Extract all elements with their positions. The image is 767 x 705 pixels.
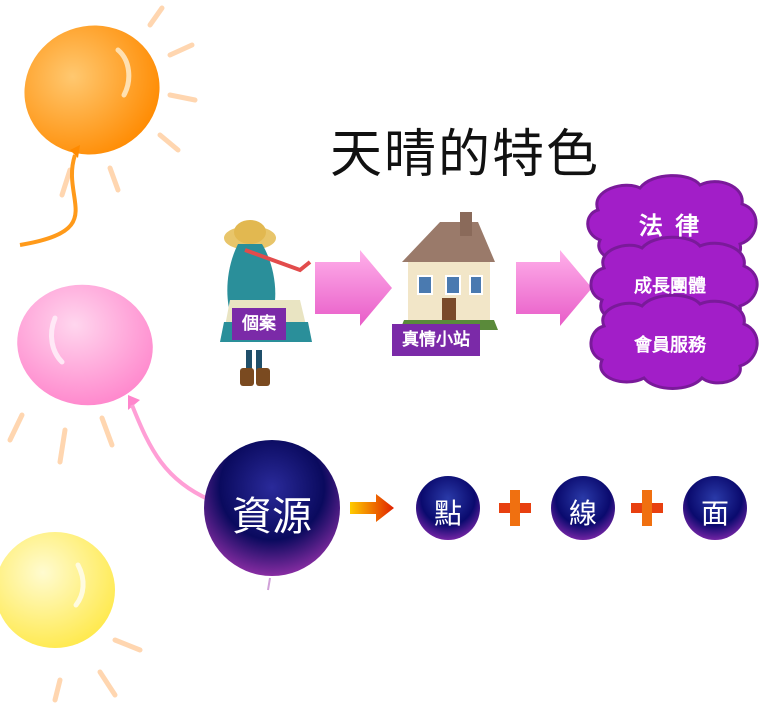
arrow-icon-small <box>350 494 394 522</box>
station-label: 真情小站 <box>392 324 480 356</box>
resource-label: 資源 <box>232 494 312 540</box>
orange-balloon-rays <box>59 5 198 198</box>
resource-item-line: 線 <box>568 497 597 530</box>
service-growth-group: 成長團體 <box>634 276 706 297</box>
case-label: 個案 <box>232 308 286 340</box>
arrow-icon-2 <box>516 250 592 326</box>
pink-balloon-rays <box>7 412 115 465</box>
cloud-shape-3 <box>589 293 759 390</box>
plus-icon-1 <box>499 490 531 526</box>
line-circle <box>551 476 615 540</box>
page-title: 天晴的特色 <box>330 125 601 185</box>
yellow-balloon-icon <box>0 532 115 648</box>
service-law: 法 律 <box>638 211 702 240</box>
girl-illustration <box>220 220 312 386</box>
service-member: 會員服務 <box>634 335 706 356</box>
house-illustration <box>400 212 498 330</box>
resource-circle <box>204 440 340 576</box>
plane-circle <box>683 476 747 540</box>
resource-item-point: 點 <box>433 497 462 530</box>
plus-icon-2 <box>631 490 663 526</box>
orange-balloon-icon <box>19 25 160 247</box>
yellow-balloon-rays <box>52 637 143 703</box>
arrow-icon-1 <box>315 250 392 326</box>
resource-item-plane: 面 <box>700 497 729 530</box>
pink-balloon-icon <box>17 284 211 502</box>
point-circle <box>416 476 480 540</box>
